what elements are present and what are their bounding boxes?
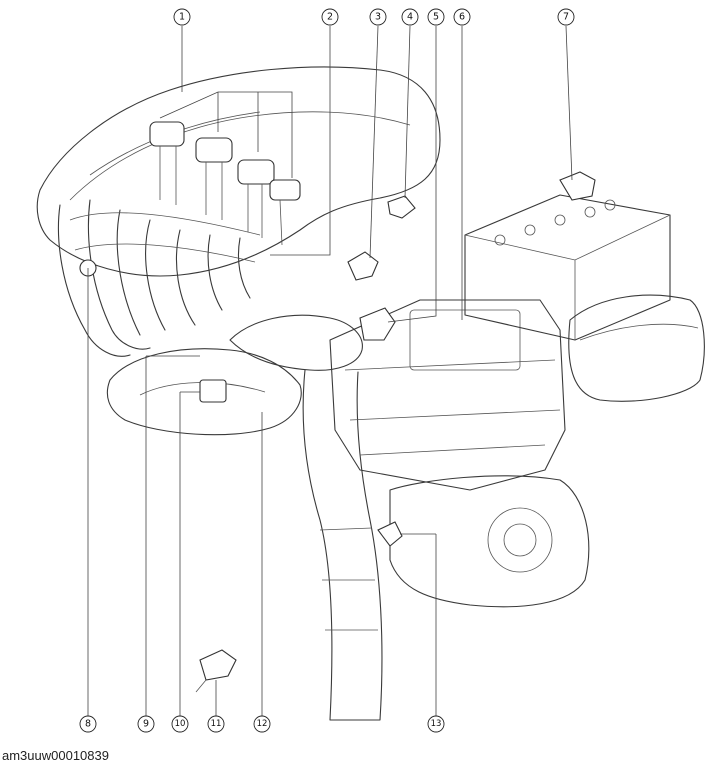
svg-text:7: 7	[563, 12, 569, 23]
transaxle	[389, 475, 590, 608]
ignition-coils	[149, 121, 301, 246]
callout-10: 10	[171, 715, 189, 733]
svg-text:3: 3	[375, 12, 381, 23]
svg-text:5: 5	[433, 12, 439, 23]
svg-text:11: 11	[211, 719, 222, 729]
callout-13: 13	[427, 715, 445, 733]
callout-1: 1	[173, 8, 191, 26]
callout-6: 6	[453, 8, 471, 26]
engine-cover-outline	[36, 66, 441, 277]
callout-12: 12	[253, 715, 271, 733]
throttle-body-area	[106, 348, 302, 436]
callout-8: 8	[79, 715, 97, 733]
connector-part-10	[199, 379, 227, 403]
figure-code: am3uuw00010839	[2, 748, 109, 763]
air-intake-duct	[229, 314, 363, 371]
svg-text:12: 12	[257, 719, 268, 729]
svg-text:6: 6	[459, 12, 465, 23]
svg-text:8: 8	[85, 719, 91, 730]
battery	[464, 171, 671, 341]
leader-lines	[87, 25, 573, 716]
connector-part-5	[359, 307, 396, 341]
callout-9: 9	[137, 715, 155, 733]
connector-part-13	[377, 521, 403, 547]
callout-3: 3	[369, 8, 387, 26]
sensor-part-4	[387, 195, 416, 219]
svg-text:10: 10	[175, 719, 186, 729]
svg-text:9: 9	[143, 719, 149, 730]
air-cleaner-box	[329, 299, 566, 491]
svg-text:1: 1	[179, 12, 185, 23]
relay-box	[568, 294, 705, 402]
callout-4: 4	[401, 8, 419, 26]
sensor-part-11	[195, 649, 237, 693]
svg-text:4: 4	[407, 12, 413, 23]
svg-text:13: 13	[431, 719, 442, 729]
svg-text:2: 2	[327, 12, 333, 23]
callout-11: 11	[207, 715, 225, 733]
sensor-part-3	[347, 251, 379, 281]
callout-2: 2	[321, 8, 339, 26]
intake-manifold	[57, 199, 261, 357]
callout-5: 5	[427, 8, 445, 26]
callout-7: 7	[557, 8, 575, 26]
engine-compartment-diagram: 1 2 3 4 5 6 7 8 9 10 11 12	[36, 8, 705, 733]
